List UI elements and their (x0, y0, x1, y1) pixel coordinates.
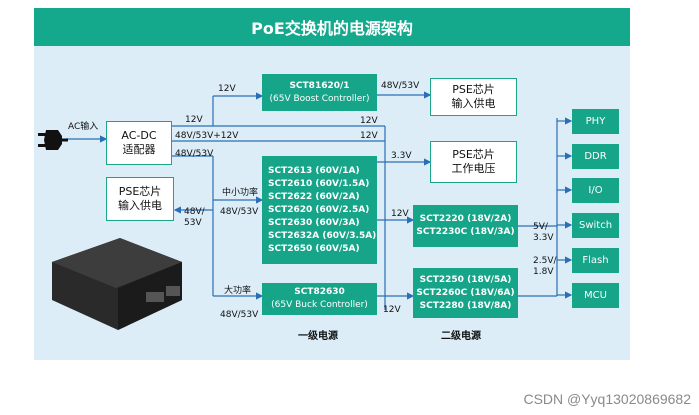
label-12v-right2: 12V (360, 131, 378, 141)
buck-item: SCT2650 (60V/5A) (268, 243, 360, 254)
buck-ctrl-line1: SCT82630 (294, 287, 345, 297)
pse-supply-right-box: PSE芯片 输入供电 (430, 78, 517, 116)
second-a-item: SCT2220 (18V/2A) (419, 214, 512, 224)
buck-item: SCT2630 (60V/3A) (268, 217, 360, 228)
second-stage-b: SCT2250 (18V/5A) SCT2260C (18V/6A) SCT22… (413, 268, 518, 318)
buck-item: SCT2610 (60V/1.5A) (268, 178, 370, 189)
pse-left-line2: 输入供电 (118, 199, 162, 212)
label-3v3: 3.3V (391, 151, 412, 161)
second-b-item: SCT2250 (18V/5A) (419, 274, 512, 285)
pse-right-line1: PSE芯片 (452, 83, 495, 96)
buck-item: SCT2622 (60V/2A) (268, 191, 360, 202)
buck-controller-box: SCT82630 (65V Buck Controller) (262, 283, 377, 315)
label-12v-mid: 12V (185, 115, 203, 125)
label-48v: 48V/ (184, 207, 205, 217)
output-ddr: DDR (572, 144, 619, 169)
footer-second-stage: 二级电源 (441, 331, 481, 342)
label-1v8: 1.8V (533, 267, 554, 277)
pse-supply-left-box: PSE芯片 输入供电 (106, 177, 174, 221)
label-3v3-out: 3.3V (533, 233, 554, 243)
buck-item: SCT2632A (60V/3.5A) (268, 230, 377, 241)
second-b-item: SCT2280 (18V/8A) (419, 300, 512, 311)
label-48-53-12: 48V/53V+12V (175, 131, 239, 141)
pse-left-line1: PSE芯片 (118, 185, 162, 198)
plug-icon (38, 130, 68, 150)
output-mcu: MCU (572, 283, 619, 308)
label-12v-top: 12V (218, 84, 236, 94)
label-48-53-boost-out: 48V/53V (381, 81, 420, 91)
label-12v-right1: 12V (360, 116, 378, 126)
buck-ctrl-line2: (65V Buck Controller) (271, 300, 368, 310)
boost-controller-box: SCT81620/1 (65V Boost Controller) (262, 74, 377, 111)
second-b-item: SCT2260C (18V/6A) (416, 287, 515, 298)
label-48-53-small: 48V/53V (220, 207, 259, 217)
second-a-item: SCT2230C (18V/3A) (416, 227, 515, 237)
ac-dc-adapter: AC-DC 适配器 (106, 121, 172, 165)
output-switch: Switch (572, 213, 619, 238)
label-2v5: 2.5V/ (533, 256, 557, 266)
output-flash: Flash (572, 248, 619, 273)
output-io: I/O (572, 178, 619, 203)
pse-work-line2: 工作电压 (451, 162, 496, 175)
label-12v-second-a: 12V (391, 209, 409, 219)
label-48-53-adapter: 48V/53V (175, 149, 214, 159)
label-53v: 53V (184, 218, 202, 228)
buck-converter-group: SCT2613 (60V/1A) SCT2610 (60V/1.5A) SCT2… (262, 156, 377, 264)
label-5v: 5V/ (533, 222, 548, 232)
label-big-power: 大功率 (224, 286, 252, 296)
second-stage-a: SCT2220 (18V/2A) SCT2230C (18V/3A) (413, 205, 518, 247)
buck-item: SCT2620 (60V/2.5A) (268, 204, 370, 215)
ac-input-label: AC输入 (68, 122, 99, 132)
poe-adapter-image (52, 238, 182, 330)
footer-first-stage: 一级电源 (298, 331, 338, 342)
adapter-line1: AC-DC (121, 129, 157, 142)
buck-item: SCT2613 (60V/1A) (268, 165, 360, 176)
pse-work-line1: PSE芯片 (452, 148, 495, 161)
label-48-53-bottom: 48V/53V (220, 310, 259, 320)
label-small-power: 中小功率 (222, 188, 259, 198)
diagram-title: PoE交换机的电源架构 (34, 8, 630, 46)
boost-line1: SCT81620/1 (289, 80, 350, 91)
pse-work-voltage-box: PSE芯片 工作电压 (430, 141, 517, 183)
adapter-line2: 适配器 (122, 143, 156, 156)
watermark: CSDN @Yyq13020869682 (523, 391, 691, 407)
label-12v-second-b: 12V (383, 305, 401, 315)
output-phy: PHY (572, 109, 619, 134)
boost-line2: (65V Boost Controller) (269, 93, 370, 104)
pse-right-line2: 输入供电 (451, 97, 496, 110)
